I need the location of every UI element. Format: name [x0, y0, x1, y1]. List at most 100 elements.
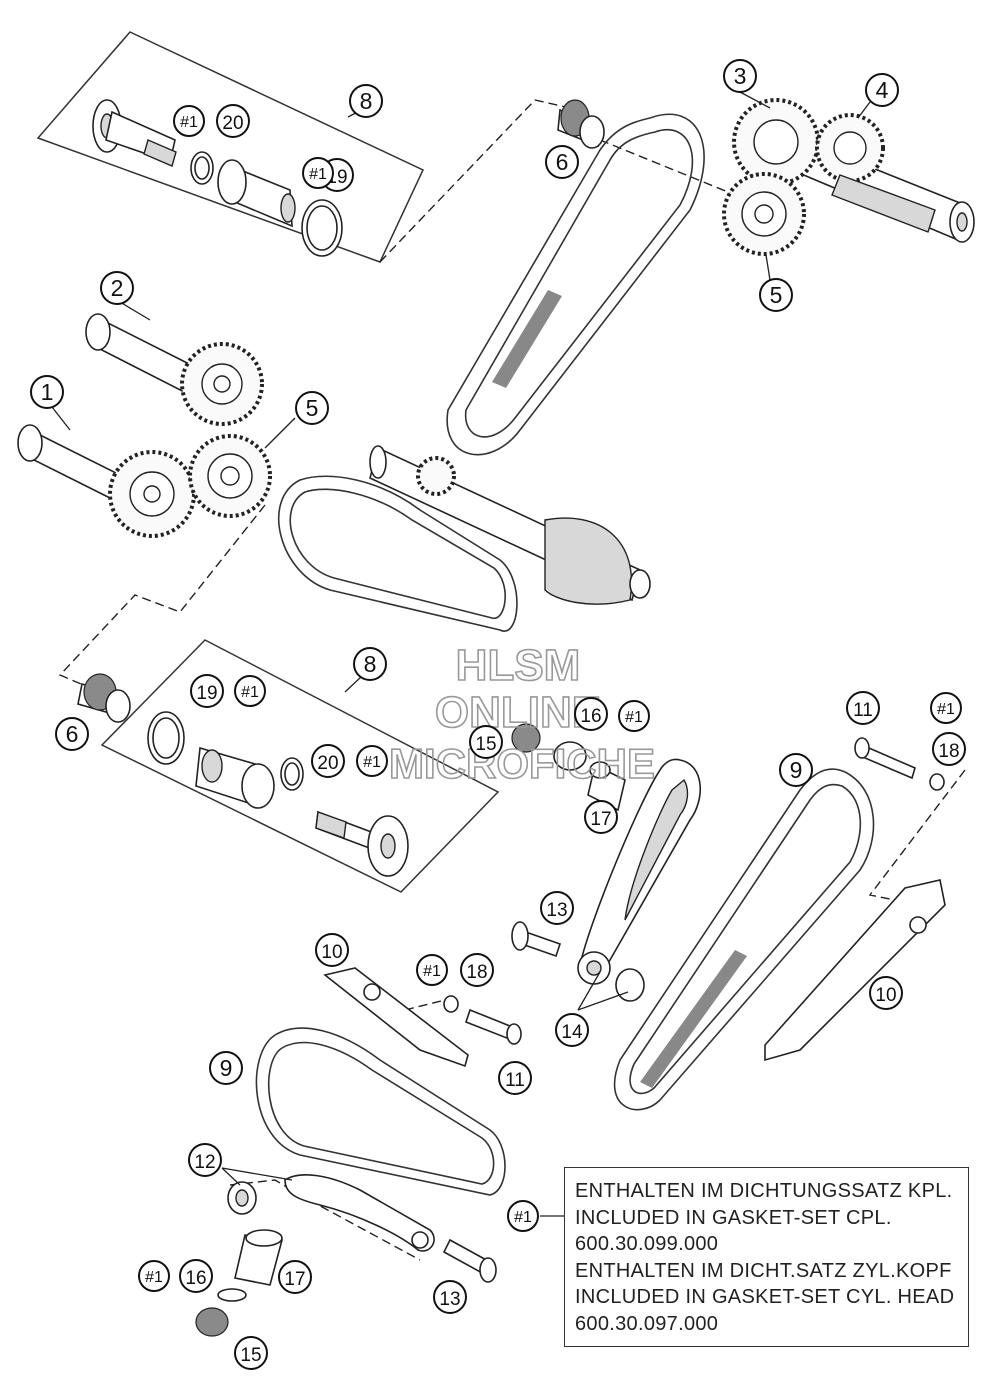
watermark-line-3: MICROFICHE [389, 740, 655, 787]
callout-circle [234, 1336, 268, 1370]
part-number-callout: 8 [349, 84, 383, 118]
gasket-ref-callout: #1 [416, 954, 448, 986]
callout-circle [30, 375, 64, 409]
callout-labels: 1234556688991010111112131314151516161717… [30, 59, 966, 1370]
callout-text: 8 [360, 88, 373, 114]
callout-text: 19 [196, 683, 217, 704]
callout-circle [295, 391, 329, 425]
part-number-callout: 14 [555, 1013, 589, 1047]
part-number-callout: 13 [540, 891, 574, 925]
callout-circle [349, 84, 383, 118]
callout-circle [865, 73, 899, 107]
callout-circle [278, 1260, 312, 1294]
gasket-ref-callout: #1 [234, 675, 266, 707]
note-line: ENTHALTEN IM DICHTUNGSSATZ KPL. [575, 1180, 953, 1202]
part-number-callout: 6 [55, 717, 89, 751]
note-line: INCLUDED IN GASKET-SET CPL. [575, 1206, 892, 1229]
small-parts [195, 723, 945, 1337]
callout-text: 3 [734, 63, 747, 89]
callout-circle [315, 933, 349, 967]
callout-text: 13 [439, 1289, 460, 1310]
callout-text: 6 [66, 721, 79, 747]
note-line: INCLUDED IN GASKET-SET CYL. HEAD [575, 1286, 955, 1308]
callout-circle [540, 891, 574, 925]
gasket-ref-callout: #1 [302, 157, 334, 189]
callout-text: 13 [546, 900, 567, 921]
gasket-ref-callout: #1 [356, 745, 388, 777]
callout-circle [759, 278, 793, 312]
needle-bearing-lower [77, 673, 131, 723]
callout-circle [138, 1260, 170, 1292]
part-number-callout: 5 [295, 391, 329, 425]
callout-text: 20 [222, 113, 243, 134]
part-number-callout: 1 [30, 375, 64, 409]
callout-circle [618, 700, 650, 732]
callout-circle [100, 271, 134, 305]
callout-circle [545, 145, 579, 179]
part-number-callout: 20 [311, 744, 345, 778]
tensioner-rail-right [577, 758, 701, 985]
part-number-callout: 4 [865, 73, 899, 107]
callout-text: #1 [937, 701, 955, 718]
callout-text: 2 [111, 275, 124, 301]
callout-text: 8 [364, 651, 377, 677]
callout-circle [302, 157, 334, 189]
callout-text: 6 [556, 149, 569, 175]
camshaft-right-assembly [722, 98, 975, 256]
callout-circle [433, 1280, 467, 1314]
callout-text: 9 [220, 1055, 233, 1081]
callout-text: 16 [580, 706, 601, 727]
callout-text: #1 [309, 166, 327, 183]
callout-text: #1 [514, 1209, 532, 1226]
callout-circle [507, 1200, 539, 1232]
callout-text: 4 [876, 77, 889, 103]
callout-text: 14 [561, 1022, 583, 1043]
callout-text: 10 [321, 942, 342, 963]
part-number-callout: 8 [353, 647, 387, 681]
callout-text: 18 [466, 962, 487, 983]
part-number-callout: 12 [188, 1143, 222, 1177]
seal-kit-panel-upper [36, 31, 424, 263]
gasket-ref-callout: #1 [930, 692, 962, 724]
part-number-callout: 19 [190, 674, 224, 708]
part-number-callout: 5 [759, 278, 793, 312]
part-number-callout: 10 [869, 976, 903, 1010]
part-number-callout: 10 [315, 933, 349, 967]
callout-text: 11 [505, 1070, 525, 1091]
timing-chain-lower-left [255, 1027, 506, 1196]
callout-text: 17 [590, 809, 611, 830]
callout-circle [216, 104, 250, 138]
gasket-set-notes: ENTHALTEN IM DICHTUNGSSATZ KPL. INCLUDED… [564, 1167, 969, 1347]
callout-text: #1 [241, 684, 259, 701]
callout-circle [209, 1051, 243, 1085]
part-number-callout: 11 [846, 691, 880, 725]
callout-circle [932, 732, 966, 766]
watermark: HLSM ONLINE MICROFICHE [388, 640, 656, 788]
callout-circle [779, 753, 813, 787]
part-number-callout: 2 [100, 271, 134, 305]
callout-circle [869, 976, 903, 1010]
callout-circle [460, 953, 494, 987]
callout-text: #1 [145, 1269, 163, 1286]
callout-text: 5 [306, 395, 319, 421]
gasket-ref-callout: #1 [507, 1200, 539, 1232]
part-number-callout: 17 [584, 800, 618, 834]
callout-text: 11 [853, 700, 873, 721]
part-number-callout: 20 [216, 104, 250, 138]
watermark-line-2: ONLINE [435, 688, 601, 737]
callout-circle [311, 744, 345, 778]
callout-text: #1 [363, 754, 381, 771]
part-number-callout: 18 [460, 953, 494, 987]
part-number-callout: 9 [209, 1051, 243, 1085]
callout-text: 9 [790, 757, 803, 783]
camshaft-left-assembly [17, 313, 272, 538]
callout-text: #1 [180, 114, 198, 131]
callout-circle [188, 1143, 222, 1177]
callout-circle [234, 675, 266, 707]
part-number-callout: 16 [179, 1259, 213, 1293]
callout-text: 15 [240, 1345, 261, 1366]
callout-circle [55, 717, 89, 751]
watermark-line-1: HLSM [456, 641, 581, 690]
callout-circle [179, 1259, 213, 1293]
part-number-callout: 18 [932, 732, 966, 766]
